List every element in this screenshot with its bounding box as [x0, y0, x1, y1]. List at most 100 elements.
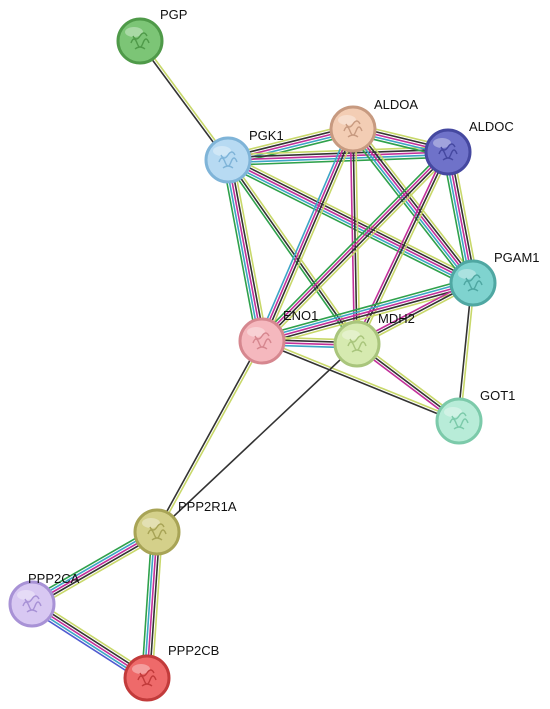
node-circle: [329, 105, 377, 153]
node-pgp[interactable]: PGP: [116, 7, 187, 65]
edge-evidence-line: [354, 126, 476, 282]
edge-evidence-line: [264, 130, 358, 343]
node-highlight: [142, 518, 160, 528]
node-label: PGP: [160, 7, 187, 22]
edge-evidence-line: [148, 532, 161, 679]
node-highlight: [247, 327, 265, 337]
node-pgk1[interactable]: PGK1: [204, 128, 284, 184]
node-ppp2cb[interactable]: PPP2CB: [123, 643, 219, 702]
edge-eno1-ppp2r1a[interactable]: [155, 339, 264, 534]
edge-evidence-line: [352, 128, 358, 345]
edge-evidence-line: [260, 277, 472, 337]
node-circle: [333, 320, 381, 368]
node-circle: [116, 17, 164, 65]
edge-aldoc-eno1[interactable]: [258, 148, 452, 345]
node-highlight: [342, 330, 360, 340]
node-label: PGAM1: [494, 250, 540, 265]
node-pgam1[interactable]: PGAM1: [449, 250, 540, 307]
edge-evidence-line: [34, 535, 160, 610]
edge-evidence-line: [227, 159, 263, 342]
node-highlight: [444, 407, 462, 417]
edge-evidence-line: [224, 160, 261, 342]
edge-pgk1-mdh2[interactable]: [225, 158, 360, 346]
node-highlight: [338, 115, 356, 125]
node-label: ALDOC: [469, 119, 514, 134]
edge-aldoa-pgam1[interactable]: [348, 125, 478, 287]
node-mdh2[interactable]: MDH2: [333, 311, 415, 368]
node-circle: [449, 259, 497, 307]
edge-evidence-line: [227, 159, 358, 345]
edge-evidence-line: [354, 128, 361, 344]
node-circle: [424, 128, 472, 176]
edge-evidence-line: [222, 160, 258, 343]
edge-evidence-line: [264, 154, 452, 345]
edge-evidence-line: [225, 161, 356, 346]
protein-structure-icon: [252, 332, 272, 350]
node-label: PPP2CB: [168, 643, 219, 658]
node-highlight: [17, 590, 35, 600]
edge-evidence-line: [146, 531, 158, 679]
node-ppp2r1a[interactable]: PPP2R1A: [133, 499, 237, 556]
edge-ppp2r1a-ppp2ca[interactable]: [29, 526, 160, 610]
edge-evidence-line: [157, 341, 264, 534]
node-highlight: [433, 138, 451, 148]
edge-evidence-line: [226, 161, 473, 287]
edge-evidence-line: [30, 529, 157, 603]
node-aldoc[interactable]: ALDOC: [424, 119, 514, 176]
edge-evidence-line: [156, 343, 358, 533]
edge-evidence-line: [155, 339, 262, 532]
node-label: PPP2R1A: [178, 499, 237, 514]
protein-structure-icon: [22, 595, 42, 613]
edge-evidence-line: [140, 39, 230, 160]
edge-evidence-line: [227, 159, 474, 284]
protein-structure-icon: [343, 120, 363, 138]
node-circle: [8, 580, 56, 628]
edge-evidence-line: [29, 526, 155, 601]
protein-structure-icon: [130, 32, 150, 50]
edge-evidence-line: [232, 158, 268, 341]
edge-evidence-line: [262, 339, 460, 421]
edge-evidence-line: [141, 531, 153, 678]
edge-evidence-line: [260, 150, 448, 341]
edge-evidence-line: [262, 129, 355, 342]
node-eno1[interactable]: ENO1: [238, 308, 318, 365]
edge-evidence-line: [260, 128, 353, 341]
edge-evidence-line: [257, 127, 351, 340]
protein-structure-icon: [438, 143, 458, 161]
edge-evidence-line: [350, 130, 472, 286]
edge-evidence-line: [352, 128, 474, 284]
node-circle: [204, 136, 252, 184]
protein-structure-icon: [147, 523, 167, 541]
edge-evidence-line: [151, 532, 163, 679]
node-highlight: [458, 269, 476, 279]
protein-structure-icon: [463, 274, 483, 292]
node-circle: [435, 397, 483, 445]
edge-evidence-line: [229, 159, 266, 341]
edge-evidence-line: [261, 279, 473, 340]
node-got1[interactable]: GOT1: [435, 388, 515, 445]
node-label: MDH2: [378, 311, 415, 326]
edge-eno1-got1[interactable]: [261, 339, 460, 423]
protein-structure-icon: [449, 412, 469, 430]
edge-aldoa-mdh2[interactable]: [349, 128, 361, 345]
edge-pgp-pgk1[interactable]: [138, 39, 230, 162]
edge-ppp2r1a-ppp2cb[interactable]: [141, 531, 163, 679]
edge-evidence-line: [262, 284, 474, 345]
edge-evidence-line: [225, 163, 472, 289]
node-highlight: [125, 27, 143, 37]
edge-evidence-line: [261, 282, 474, 342]
edge-evidence-line: [138, 41, 228, 162]
edge-evidence-line: [356, 151, 449, 345]
node-aldoa[interactable]: ALDOA: [329, 97, 418, 153]
node-ppp2ca[interactable]: PPP2CA: [8, 571, 80, 628]
edge-evidence-line: [32, 533, 159, 607]
node-label: ENO1: [283, 308, 318, 323]
edge-evidence-line: [31, 531, 158, 605]
node-circle: [123, 654, 171, 702]
edge-mdh2-ppp2r1a[interactable]: [156, 343, 358, 533]
edge-pgk1-eno1[interactable]: [222, 158, 268, 343]
edge-aldoa-eno1[interactable]: [257, 127, 358, 343]
